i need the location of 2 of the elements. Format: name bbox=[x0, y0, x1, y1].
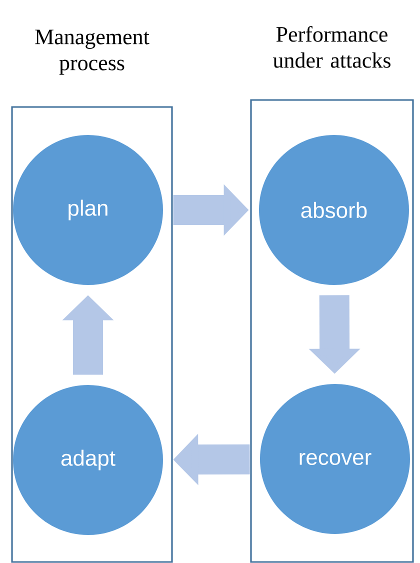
column-heading: Performance under attacks bbox=[273, 26, 390, 68]
column-heading: Management process bbox=[35, 30, 150, 75]
